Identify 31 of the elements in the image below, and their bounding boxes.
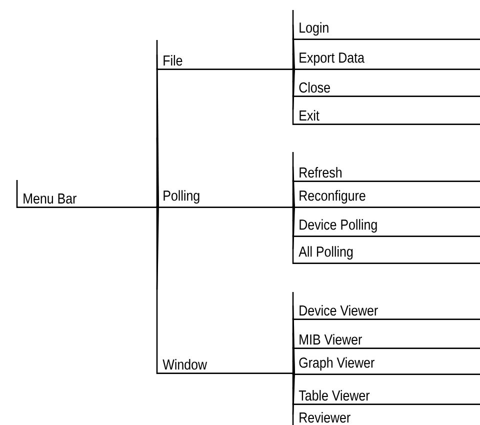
connector-line: [292, 69, 295, 82]
submenu-item: All Polling: [292, 235, 480, 264]
connector-line: [292, 194, 295, 208]
submenu-item: Reviewer: [292, 403, 350, 425]
connector-line: [292, 69, 295, 110]
connector-line: [292, 207, 295, 222]
connector-line: [292, 373, 295, 415]
connector-line: [292, 54, 295, 70]
submenu-item: Login: [292, 10, 480, 40]
menu-item: Menu Bar: [16, 180, 158, 208]
submenu-item: MIB Viewer: [292, 318, 480, 349]
submenu-item: Export Data: [292, 38, 480, 70]
menu-item: Window: [156, 206, 294, 374]
submenu-item: Graph Viewer: [292, 347, 480, 375]
connector-line: [292, 207, 295, 250]
connector-line: [292, 24, 295, 70]
submenu-item: Reconfigure: [292, 180, 480, 208]
submenu-item: Close: [292, 68, 480, 97]
connector-line: [292, 166, 295, 208]
submenu-item: Refresh: [292, 152, 480, 182]
submenu-item: Device Polling: [292, 206, 480, 237]
submenu-item: Table Viewer: [292, 373, 480, 405]
menu-item: Polling: [156, 68, 294, 208]
submenu-item: Exit: [292, 95, 480, 125]
connector-line: [292, 333, 295, 374]
connector-line: [156, 207, 159, 290]
submenu-item: Device Viewer: [292, 292, 480, 320]
connector-line: [292, 360, 295, 374]
connector-line: [156, 138, 159, 208]
connector-line: [292, 373, 295, 389]
menu-item: File: [156, 40, 294, 70]
